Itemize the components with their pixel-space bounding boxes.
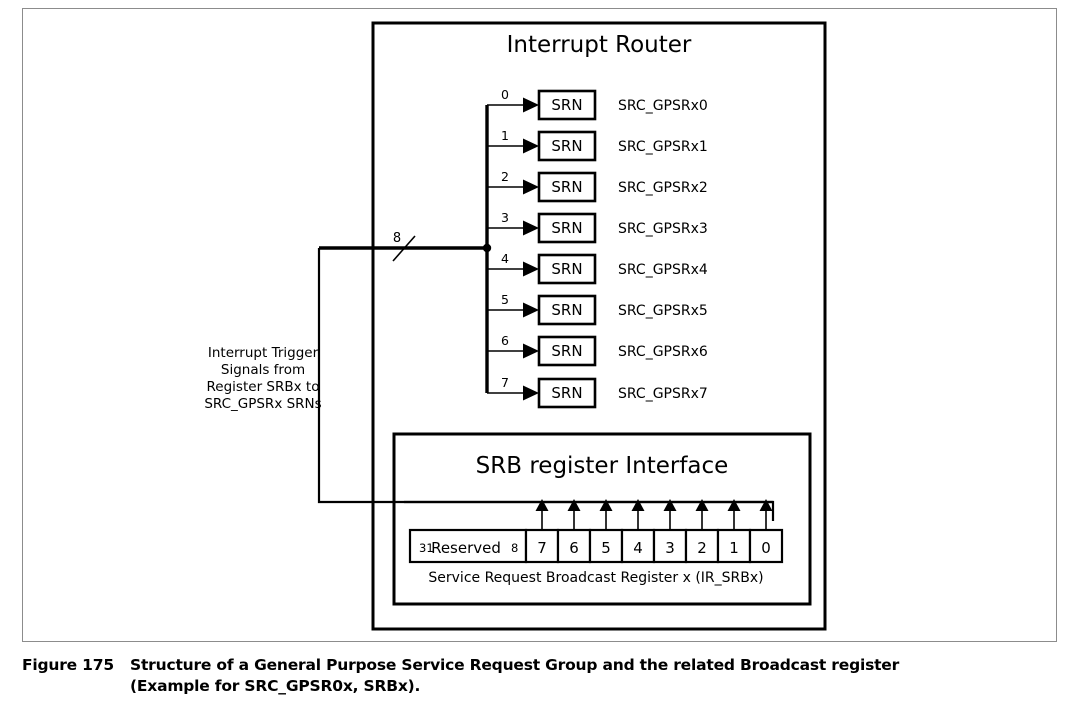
channel-row-4: 4 SRN SRC_GPSRx4 — [487, 251, 708, 285]
side-note: Interrupt Trigger Signals from Register … — [204, 345, 321, 412]
srn-box-5[interactable] — [537, 294, 597, 326]
branch-index-label-3: 3 — [501, 210, 509, 225]
branch-index-label-4: 4 — [501, 251, 509, 266]
reserved-lsb-label: 8 — [511, 541, 518, 555]
figure-caption-line-2: (Example for SRC_GPSR0x, SRBx). — [22, 676, 1057, 697]
branch-index-label-0: 0 — [501, 87, 509, 102]
register-bit-label-4: 4 — [633, 539, 643, 557]
broadcast-register: 31 Reserved 8 7 6 5 4 3 2 1 0 — [408, 528, 784, 564]
srn-box-6[interactable] — [537, 335, 597, 367]
figure-caption: Figure 175 Structure of a General Purpose… — [22, 655, 1057, 697]
srn-box-0[interactable] — [537, 89, 597, 121]
branch-arrow-7 — [523, 385, 539, 401]
srn-box-1[interactable] — [537, 130, 597, 162]
srn-name-label-4: SRC_GPSRx4 — [618, 262, 708, 278]
register-bit-label-7: 7 — [537, 539, 547, 557]
bit-tap-arrow-4 — [631, 499, 645, 511]
srn-box-label-4: SRN — [551, 260, 582, 278]
channel-row-3: 3 SRN SRC_GPSRx3 — [487, 210, 708, 244]
branch-arrow-1 — [523, 138, 539, 154]
figure-number: Figure 175 — [22, 656, 114, 674]
register-cell-bit-0[interactable] — [748, 528, 784, 564]
srn-box-4[interactable] — [537, 253, 597, 285]
interrupt-router-title: Interrupt Router — [507, 32, 692, 58]
bus-junction-dot — [482, 243, 492, 253]
side-note-line-4: SRC_GPSRx SRNs — [204, 396, 321, 412]
side-note-line-1: Interrupt Trigger — [208, 345, 319, 361]
bus-width-slash — [392, 235, 416, 262]
srn-name-label-1: SRC_GPSRx1 — [618, 139, 708, 155]
bit-tap-arrows — [535, 499, 773, 530]
bit-tap-arrow-6 — [567, 499, 581, 511]
srn-box-7[interactable] — [537, 377, 597, 409]
figure-caption-line-1: Figure 175 Structure of a General Purpose… — [22, 655, 1057, 676]
register-cell-bit-1[interactable] — [716, 528, 752, 564]
bit-tap-arrow-1 — [727, 499, 741, 511]
srb-register-interface-box — [392, 432, 812, 606]
branch-arrow-6 — [523, 343, 539, 359]
branch-index-label-7: 7 — [501, 375, 509, 390]
figure-caption-text-1: Structure of a General Purpose Service R… — [130, 656, 900, 674]
srn-name-label-0: SRC_GPSRx0 — [618, 98, 708, 114]
interrupt-router-box — [371, 21, 827, 631]
register-caption: Service Request Broadcast Register x (IR… — [428, 570, 763, 586]
srn-box-label-3: SRN — [551, 219, 582, 237]
register-cell-bit-2[interactable] — [684, 528, 720, 564]
bit-tap-arrow-0 — [759, 499, 773, 511]
channel-row-6: 6 SRN SRC_GPSRx6 — [487, 333, 708, 367]
branch-index-label-5: 5 — [501, 292, 509, 307]
srn-box-2[interactable] — [537, 171, 597, 203]
branch-arrow-3 — [523, 220, 539, 236]
channel-row-1: 1 SRN SRC_GPSRx1 — [487, 128, 708, 162]
srn-name-label-2: SRC_GPSRx2 — [618, 180, 708, 196]
bit-tap-arrow-3 — [663, 499, 677, 511]
branch-index-label-1: 1 — [501, 128, 509, 143]
interrupt-router-diagram: Interrupt Router 8 0 SRN SRC_GPSRx0 — [204, 21, 827, 631]
srn-box-label-0: SRN — [551, 96, 582, 114]
reserved-msb-label: 31 — [419, 541, 434, 555]
register-cell-bit-7[interactable] — [524, 528, 560, 564]
srn-name-label-6: SRC_GPSRx6 — [618, 344, 708, 360]
figure-caption-text-2: (Example for SRC_GPSR0x, SRBx). — [130, 677, 421, 695]
srn-box-3[interactable] — [537, 212, 597, 244]
reserved-field-label: Reserved — [431, 539, 501, 557]
register-bit-label-2: 2 — [697, 539, 707, 557]
srn-name-label-7: SRC_GPSRx7 — [618, 386, 708, 402]
channel-row-0: 0 SRN SRC_GPSRx0 — [487, 87, 708, 121]
branch-arrow-2 — [523, 179, 539, 195]
register-bit-label-3: 3 — [665, 539, 675, 557]
srn-box-label-2: SRN — [551, 178, 582, 196]
register-cell-reserved[interactable] — [408, 528, 528, 564]
channel-row-7: 7 SRN SRC_GPSRx7 — [487, 375, 708, 409]
channel-row-2: 2 SRN SRC_GPSRx2 — [487, 169, 708, 203]
srn-box-label-7: SRN — [551, 384, 582, 402]
register-bit-label-1: 1 — [729, 539, 739, 557]
side-note-line-3: Register SRBx to — [207, 379, 320, 395]
branch-arrow-0 — [523, 97, 539, 113]
bit-tap-arrow-2 — [695, 499, 709, 511]
bit-tap-arrow-7 — [535, 499, 549, 511]
bit-tap-arrow-5 — [599, 499, 613, 511]
channel-row-5: 5 SRN SRC_GPSRx5 — [487, 292, 708, 326]
register-bit-label-5: 5 — [601, 539, 611, 557]
register-cell-bit-5[interactable] — [588, 528, 624, 564]
branch-index-label-6: 6 — [501, 333, 509, 348]
srb-interface-title: SRB register Interface — [476, 453, 729, 479]
register-bit-label-0: 0 — [761, 539, 771, 557]
side-note-line-2: Signals from — [221, 362, 305, 378]
figure-frame: Interrupt Router 8 0 SRN SRC_GPSRx0 — [22, 8, 1057, 642]
branch-arrow-4 — [523, 261, 539, 277]
bus-width-label: 8 — [393, 231, 401, 246]
srn-name-label-5: SRC_GPSRx5 — [618, 303, 708, 319]
srn-name-label-3: SRC_GPSRx3 — [618, 221, 708, 237]
register-cell-bit-3[interactable] — [652, 528, 688, 564]
srn-box-label-1: SRN — [551, 137, 582, 155]
srn-box-label-5: SRN — [551, 301, 582, 319]
branch-index-label-2: 2 — [501, 169, 509, 184]
branch-arrow-5 — [523, 302, 539, 318]
register-cell-bit-4[interactable] — [620, 528, 656, 564]
register-bit-label-6: 6 — [569, 539, 579, 557]
srn-box-label-6: SRN — [551, 342, 582, 360]
